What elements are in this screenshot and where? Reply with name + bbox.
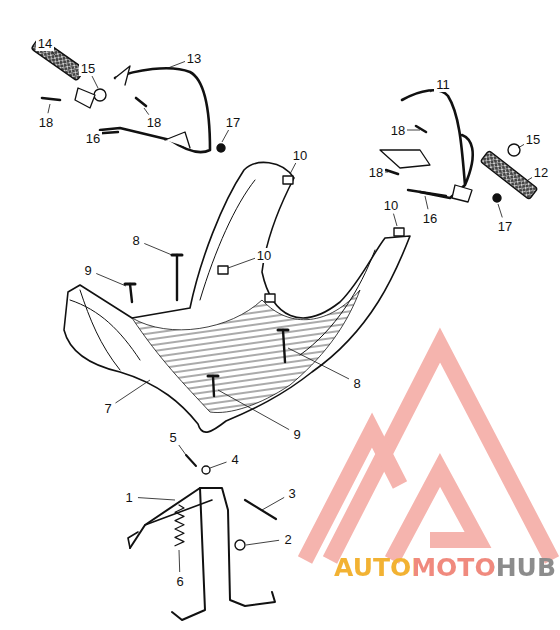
callout-number: 6 xyxy=(174,574,185,589)
screw-9 xyxy=(130,284,132,302)
clip-nut xyxy=(283,176,293,184)
callout-number: 10 xyxy=(255,248,273,263)
watermark: AUTOMOTOHUB xyxy=(334,554,556,582)
floor-hatching xyxy=(132,290,360,413)
callout-number: 17 xyxy=(224,115,242,130)
leader-line xyxy=(228,258,256,268)
leader-line xyxy=(246,540,279,545)
callout-number: 7 xyxy=(102,401,113,416)
footrest-peg-right xyxy=(480,150,537,199)
leader-line xyxy=(218,390,289,430)
callout-number: 9 xyxy=(82,263,93,278)
callout-number: 18 xyxy=(367,165,385,180)
panel-tunnel-edge xyxy=(70,290,140,370)
callout-number: 15 xyxy=(524,132,542,147)
logo-left-peak xyxy=(305,430,400,560)
callout-number: 3 xyxy=(286,486,297,501)
footrest-bracket-right xyxy=(402,90,473,198)
watermark-logo xyxy=(305,345,552,560)
nut-17 xyxy=(217,144,225,152)
callout-number: 5 xyxy=(167,430,178,445)
callout-number: 16 xyxy=(421,211,439,226)
callout-number: 12 xyxy=(532,165,550,180)
callout-number: 18 xyxy=(37,115,55,130)
pivot-washer xyxy=(508,144,520,156)
clip-nut xyxy=(218,266,228,274)
line-art xyxy=(31,37,538,620)
leader-line xyxy=(262,497,284,510)
footrest-bracket-left xyxy=(100,68,210,152)
callout-number: 14 xyxy=(36,36,54,51)
screw-head xyxy=(208,375,218,378)
screw-8 xyxy=(176,255,178,300)
leader-line xyxy=(179,550,181,572)
nut-17 xyxy=(493,194,501,202)
leader-line xyxy=(178,444,186,455)
leader-line xyxy=(96,273,126,286)
callout-number: 18 xyxy=(389,123,407,138)
clip-nut xyxy=(265,294,275,302)
callout-number: 11 xyxy=(434,77,452,92)
callout-number: 4 xyxy=(229,452,240,467)
callout-number: 10 xyxy=(382,198,400,213)
peg-pivot xyxy=(452,185,472,202)
pivot-washer xyxy=(94,89,106,101)
screw-8 xyxy=(283,330,285,362)
washer-4 xyxy=(202,466,210,474)
bolt-3 xyxy=(245,500,276,519)
callout-number: 16 xyxy=(84,131,102,146)
screw-9 xyxy=(213,376,214,396)
callout-number: 9 xyxy=(291,427,302,442)
peg-pivot xyxy=(75,88,95,108)
leader-line xyxy=(115,380,150,403)
leader-line xyxy=(168,61,186,68)
callout-number: 15 xyxy=(79,61,97,76)
leader-line xyxy=(393,214,397,226)
bolt-18 xyxy=(42,98,60,100)
bracket-lug xyxy=(165,132,190,148)
callout-number: 8 xyxy=(351,376,362,391)
callout-number: 10 xyxy=(291,148,309,163)
callout-number: 17 xyxy=(496,219,514,234)
stand-arm xyxy=(128,500,212,548)
screw-head xyxy=(172,254,182,257)
floor-panel xyxy=(64,162,410,432)
screw-head xyxy=(278,329,288,332)
callout-number: 8 xyxy=(130,233,141,248)
leader-line xyxy=(222,130,229,142)
callout-number: 18 xyxy=(145,115,163,130)
leader-line xyxy=(407,130,420,131)
screw-head xyxy=(125,283,135,286)
leader-line xyxy=(385,172,388,173)
spring-6 xyxy=(175,505,184,546)
leader-line xyxy=(51,50,55,55)
leader-line xyxy=(288,348,349,379)
leader-line xyxy=(48,104,50,113)
leader-line xyxy=(425,196,428,209)
bracket-plate xyxy=(380,150,430,168)
stand-leg xyxy=(172,488,205,620)
bracket-tab xyxy=(115,66,130,85)
leader-line xyxy=(210,462,227,468)
leader-line xyxy=(144,243,172,255)
leader-line xyxy=(290,163,296,174)
leader-line xyxy=(138,498,175,500)
panel-arm-edge xyxy=(200,180,375,355)
logo-inner xyxy=(392,470,478,560)
pin-5 xyxy=(186,455,196,466)
bolt-16 xyxy=(408,190,446,196)
leader-line xyxy=(498,204,502,217)
clip-nut xyxy=(394,228,404,236)
callout-number: 13 xyxy=(185,51,203,66)
leader-lines xyxy=(48,50,533,572)
bolt-18 xyxy=(416,126,426,132)
callout-number: 1 xyxy=(123,490,134,505)
leader-line xyxy=(92,76,98,88)
collar-2 xyxy=(235,540,245,550)
bolt-18 xyxy=(136,98,146,106)
bolt-18 xyxy=(386,170,398,174)
callout-number: 2 xyxy=(282,532,293,547)
